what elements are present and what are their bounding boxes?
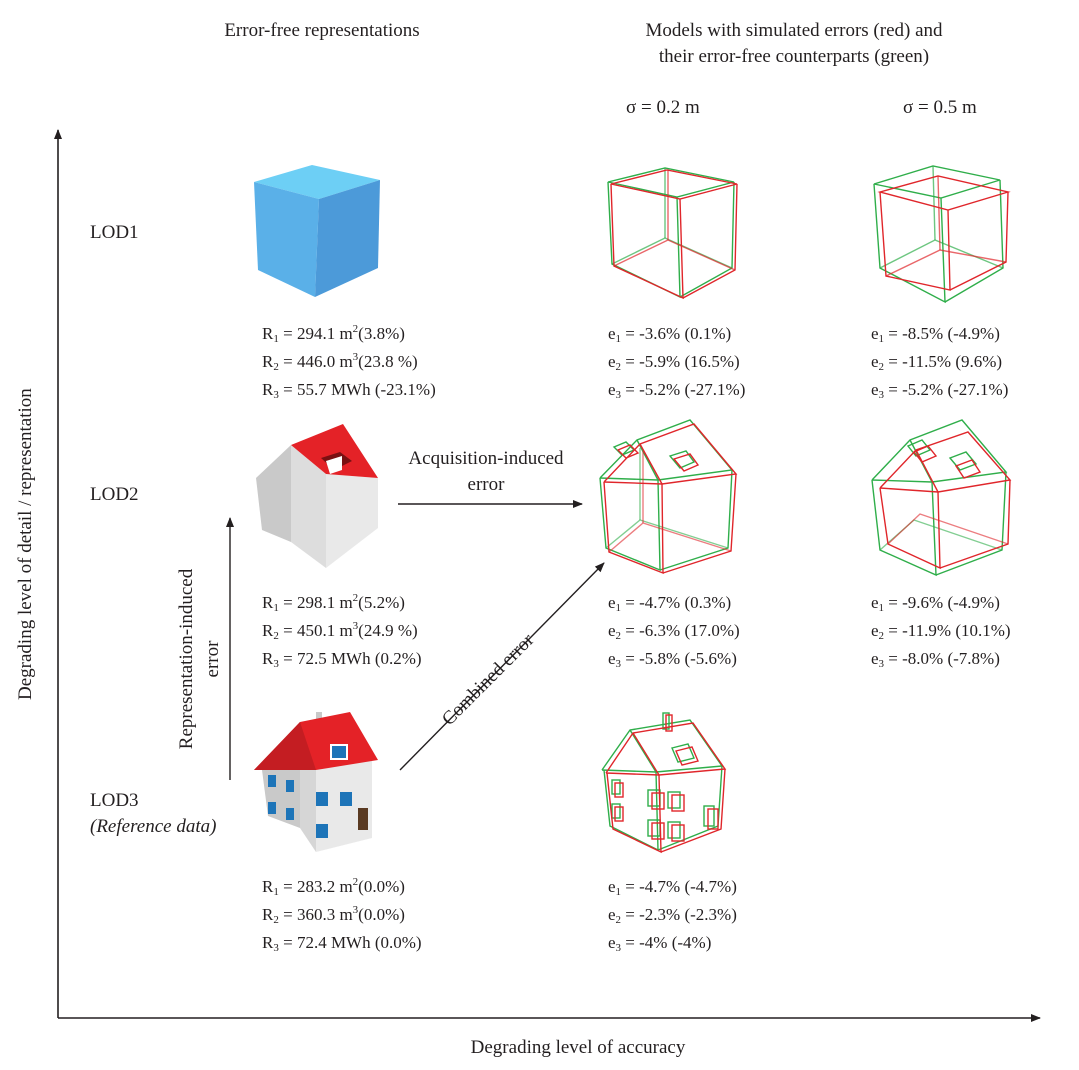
lod3-s02-wireframe-icon — [601, 712, 727, 854]
lod2-s02-e2: e2 = -6.3% (17.0%) — [608, 621, 740, 642]
header-simulated-line2: their error-free counterparts (green) — [658, 46, 930, 67]
lod1-s02-e2: e2 = -5.9% (16.5%) — [608, 352, 740, 373]
lod3-label: LOD3 — [90, 790, 139, 811]
lod3-s02-e3: e3 = -4% (-4%) — [608, 933, 712, 954]
lod2-r1: R1 = 298.1 m2(5.2%) — [262, 592, 405, 614]
lod2-error-free-values: R1 = 298.1 m2(5.2%) R2 = 450.1 m3(24.9 %… — [262, 589, 422, 673]
lod1-s05-e2: e2 = -11.5% (9.6%) — [871, 352, 1003, 373]
lod2-s02-wireframe-icon — [599, 419, 738, 575]
lod1-r3: R3 = 55.7 MWh (-23.1%) — [262, 380, 436, 401]
lod1-s02-e3: e3 = -5.2% (-27.1%) — [608, 380, 746, 401]
lod1-s05-values: e1 = -8.5% (-4.9%) e2 = -11.5% (9.6%) e3… — [871, 320, 1008, 404]
header-simulated-line1: Models with simulated errors (red) and — [645, 20, 943, 41]
lod1-s05-e1: e1 = -8.5% (-4.9%) — [871, 324, 1000, 345]
lod1-r1: R1 = 294.1 m2(3.8%) — [262, 323, 405, 345]
acquisition-label-line1: Acquisition-induced — [408, 448, 564, 469]
header-error-free: Error-free representations — [224, 20, 420, 41]
lod2-label: LOD2 — [90, 484, 139, 505]
lod3-error-free-values: R1 = 283.2 m2(0.0%) R2 = 360.3 m3(0.0%) … — [262, 873, 422, 957]
lod3-r3: R3 = 72.4 MWh (0.0%) — [262, 933, 422, 954]
lod2-r3: R3 = 72.5 MWh (0.2%) — [262, 649, 422, 670]
acquisition-label-line2: error — [467, 474, 505, 495]
lod2-r2: R2 = 450.1 m3(24.9 %) — [262, 620, 418, 642]
lod3-r1: R1 = 283.2 m2(0.0%) — [262, 876, 405, 898]
lod1-error-free-values: R1 = 294.1 m2(3.8%) R2 = 446.0 m3(23.8 %… — [262, 320, 436, 404]
lod3-reference-note: (Reference data) — [90, 816, 217, 837]
lod1-s02-wireframe-icon — [607, 167, 738, 300]
lod1-r2: R2 = 446.0 m3(23.8 %) — [262, 351, 418, 373]
lod3-s02-values: e1 = -4.7% (-4.7%) e2 = -2.3% (-2.3%) e3… — [608, 873, 737, 957]
sigma-0-2-label: σ = 0.2 m — [626, 97, 700, 118]
combined-arrow — [399, 562, 605, 771]
x-axis-label: Degrading level of accuracy — [470, 1037, 686, 1058]
lod3-house-icon — [254, 712, 378, 852]
lod2-s02-e1: e1 = -4.7% (0.3%) — [608, 593, 732, 614]
lod3-s02-e1: e1 = -4.7% (-4.7%) — [608, 877, 737, 898]
lod1-s02-e1: e1 = -3.6% (0.1%) — [608, 324, 732, 345]
lod1-s05-wireframe-icon — [873, 165, 1011, 304]
sigma-0-5-label: σ = 0.5 m — [903, 97, 977, 118]
lod2-s05-e3: e3 = -8.0% (-7.8%) — [871, 649, 1000, 670]
lod1-s05-e3: e3 = -5.2% (-27.1%) — [871, 380, 1009, 401]
lod3-s02-e2: e2 = -2.3% (-2.3%) — [608, 905, 737, 926]
lod2-s02-values: e1 = -4.7% (0.3%) e2 = -6.3% (17.0%) e3 … — [608, 589, 740, 673]
lod1-s02-values: e1 = -3.6% (0.1%) e2 = -5.9% (16.5%) e3 … — [608, 320, 745, 404]
lod2-s05-e1: e1 = -9.6% (-4.9%) — [871, 593, 1000, 614]
lod1-cube-icon — [254, 165, 380, 297]
lod2-s05-e2: e2 = -11.9% (10.1%) — [871, 621, 1011, 642]
lod1-label: LOD1 — [90, 222, 139, 243]
lod2-s05-values: e1 = -9.6% (-4.9%) e2 = -11.9% (10.1%) e… — [871, 589, 1011, 673]
lod2-s02-e3: e3 = -5.8% (-5.6%) — [608, 649, 737, 670]
lod3-r2: R2 = 360.3 m3(0.0%) — [262, 904, 405, 926]
lod2-s05-wireframe-icon — [871, 419, 1012, 577]
lod2-house-icon — [256, 424, 378, 568]
